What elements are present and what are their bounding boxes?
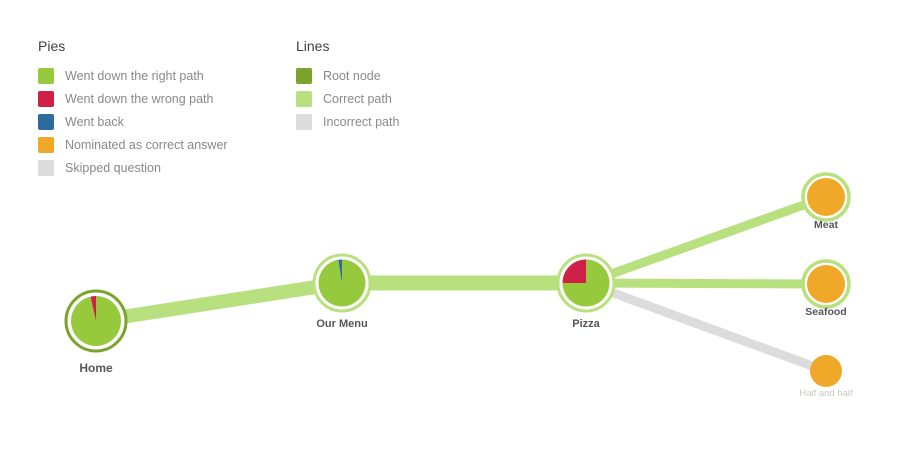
node-label-our_menu: Our Menu — [316, 318, 367, 330]
root-node-swatch — [296, 68, 312, 84]
answer-dot-half_and_half — [810, 355, 842, 387]
legend-pies-title: Pies — [38, 38, 66, 54]
edge-pizza-meat — [584, 192, 828, 288]
right-path-swatch — [38, 68, 54, 84]
node-label-half_and_half: Half and half — [799, 388, 853, 399]
node-home[interactable]: Home — [64, 289, 128, 375]
legend-item-wrong-path: Went down the wrong path — [38, 91, 228, 107]
incorrect-path-swatch — [296, 114, 312, 130]
node-our_menu[interactable]: Our Menu — [312, 253, 372, 330]
correct-path-swatch — [296, 91, 312, 107]
legend-item-label: Skipped question — [65, 161, 161, 175]
pie-segment-right_path — [70, 296, 121, 346]
legend-item-incorrect-path: Incorrect path — [296, 114, 399, 130]
legend-item-label: Correct path — [323, 92, 392, 106]
legend-lines: Lines Root node Correct path Incorrect p… — [296, 38, 399, 137]
legend-item-right-path: Went down the right path — [38, 68, 228, 84]
node-half_and_half[interactable]: Half and half — [799, 355, 853, 399]
answer-dot-meat — [807, 178, 845, 216]
answer-dot-seafood — [807, 265, 845, 303]
skipped-swatch — [38, 160, 54, 176]
went-back-swatch — [38, 114, 54, 130]
legend-item-label: Incorrect path — [323, 115, 400, 129]
pie-segment-went_back — [338, 259, 342, 283]
legend-item-label: Root node — [323, 69, 381, 83]
nominated-swatch — [38, 137, 54, 153]
edge-pizza-half_and_half — [584, 278, 828, 376]
wrong-path-swatch — [38, 91, 54, 107]
pie-segment-wrong_path — [90, 296, 96, 321]
legend-item-skipped: Skipped question — [38, 160, 228, 176]
node-label-meat: Meat — [814, 219, 838, 231]
legend-item-label: Went down the wrong path — [65, 92, 214, 106]
node-label-home: Home — [79, 361, 113, 375]
legend-pies: Pies Went down the right path Went down … — [38, 38, 228, 183]
node-seafood[interactable]: Seafood — [801, 259, 851, 318]
node-meat[interactable]: Meat — [801, 172, 851, 231]
legend-item-label: Went back — [65, 115, 124, 129]
pie-segment-right_path — [318, 259, 366, 307]
legend-lines-title: Lines — [296, 38, 330, 54]
edge-home-our_menu — [94, 276, 344, 328]
node-label-seafood: Seafood — [805, 306, 846, 318]
legend-item-went-back: Went back — [38, 114, 228, 130]
legend-item-correct-path: Correct path — [296, 91, 399, 107]
pie-segment-wrong_path — [562, 259, 586, 283]
legend-item-root-node: Root node — [296, 68, 399, 84]
legend-item-label: Went down the right path — [65, 69, 204, 83]
legend-item-nominated: Nominated as correct answer — [38, 137, 228, 153]
node-pizza[interactable]: Pizza — [556, 253, 616, 330]
edge-pizza-seafood — [585, 278, 827, 289]
legend-item-label: Nominated as correct answer — [65, 138, 228, 152]
node-label-pizza: Pizza — [572, 318, 600, 330]
